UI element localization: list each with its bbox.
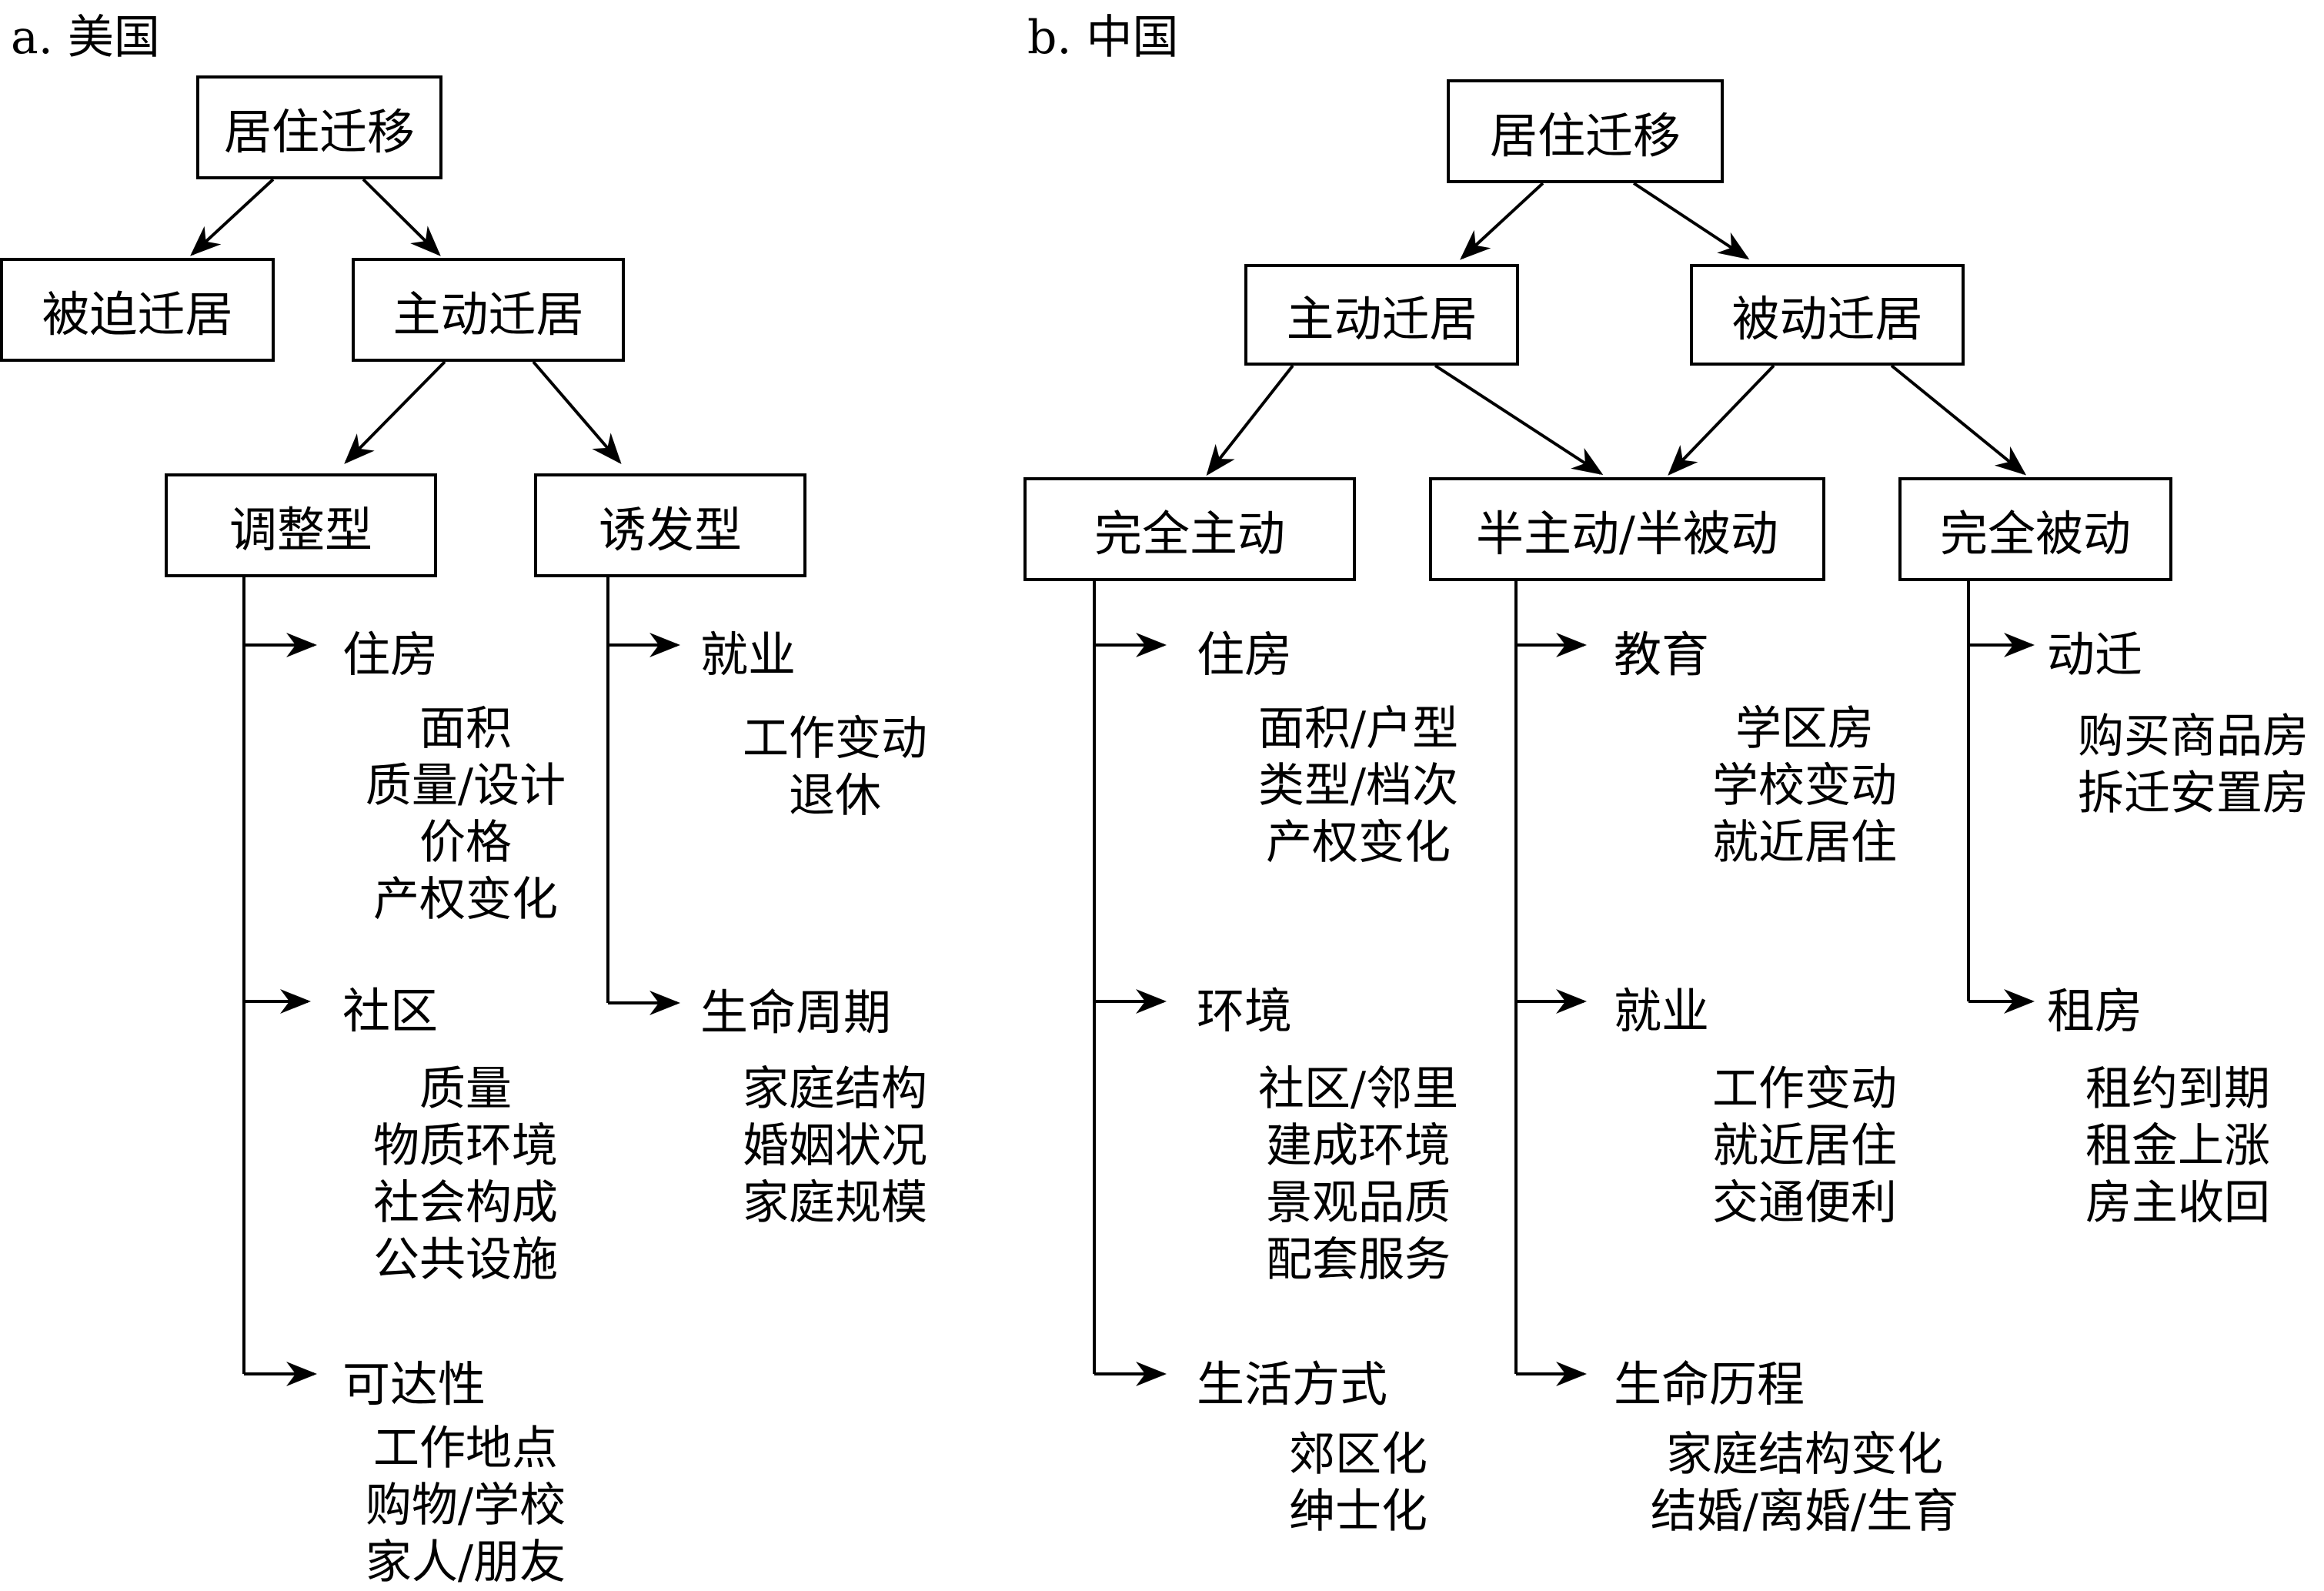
label-b-employment: 就业 [1614,983,1710,1039]
label-b-housing: 住房 [1197,627,1293,683]
items-b-environment: 社区/邻里 建成环境 景观品质 配套服务 [1231,1061,1485,1289]
items-b-lifestyle: 郊区化 绅士化 [1231,1426,1485,1540]
label-b-rental: 租房 [2047,983,2143,1039]
label-a-community: 社区 [342,983,439,1039]
items-a-housing-text: 面积 质量/设计 价格 产权变化 [365,702,566,927]
panel-b-title: b. 中国 [1027,11,1179,65]
items-a-community: 质量 物质环境 社会构成 公共设施 [350,1061,581,1289]
arrow-b-active-full [1206,364,1294,476]
arrow-a-root-forced [190,178,275,256]
items-b-education: 学区房 学校变动 就近居住 [1678,700,1932,871]
items-b-relocation: 购买商品房 拆迁安置房 [2062,708,2324,822]
arrow-b-active-semi [1434,364,1604,476]
arrow-a-root-active [362,178,441,256]
node-a-forced: 被迫迁居 [0,258,275,362]
items-b-environment-text: 社区/邻里 建成环境 景观品质 配套服务 [1257,1062,1459,1287]
arrow-b-root-passive [1632,182,1750,260]
node-a-adjust: 调整型 [165,473,437,577]
node-a-active: 主动迁居 [352,258,625,362]
label-a-employment: 就业 [700,627,796,683]
items-b-housing-text: 面积/户型 类型/档次 产权变化 [1257,702,1459,870]
label-b-lifecourse: 生命历程 [1614,1356,1805,1412]
items-b-lifecourse: 家庭结构变化 结婚/离婚/生育 [1624,1426,1985,1540]
items-a-housing: 面积 质量/设计 价格 产权变化 [350,700,581,928]
node-b-full-passive: 完全被动 [1898,477,2172,581]
arrow-b-root-active [1460,182,1544,260]
label-a-lifecycle: 生命周期 [700,984,892,1041]
items-b-rental: 租约到期 租金上涨 房主收回 [2062,1061,2293,1232]
node-b-passive: 被动迁居 [1690,264,1965,366]
items-a-lifecycle: 家庭结构 婚姻状况 家庭规模 [720,1061,950,1232]
items-a-lifecycle-text: 家庭结构 婚姻状况 家庭规模 [743,1062,927,1230]
items-a-accessibility: 工作地点 购物/学校 家人/朋友 [350,1420,581,1591]
node-a-induce: 诱发型 [534,473,806,577]
node-a-root: 居住迁移 [196,75,442,179]
items-b-employment: 工作变动 就近居住 交通便利 [1678,1061,1932,1232]
items-b-education-text: 学区房 学校变动 就近居住 [1712,702,1897,870]
node-b-semi: 半主动/半被动 [1429,477,1825,581]
items-b-lifestyle-text: 郊区化 绅士化 [1289,1428,1427,1539]
panel-a-title: a. 美国 [11,11,160,65]
label-a-accessibility: 可达性 [342,1356,486,1412]
node-b-full-active: 完全主动 [1023,477,1356,581]
node-b-active: 主动迁居 [1244,264,1519,366]
items-a-community-text: 质量 物质环境 社会构成 公共设施 [373,1062,558,1287]
items-a-employment: 工作变动 退休 [720,710,950,824]
label-b-education: 教育 [1614,627,1710,683]
label-a-housing: 住房 [342,627,439,683]
items-a-employment-text: 工作变动 退休 [743,712,927,823]
label-b-relocation: 动迁 [2047,627,2143,683]
arrow-a-active-induce [532,360,622,465]
arrow-b-passive-full [1890,364,2027,476]
arrow-a-active-adjust [344,360,446,464]
items-b-rental-text: 租约到期 租金上涨 房主收回 [2085,1062,2270,1230]
label-b-lifestyle: 生活方式 [1197,1356,1388,1412]
arrow-b-passive-semi [1668,364,1775,476]
node-b-root: 居住迁移 [1447,79,1724,183]
items-b-employment-text: 工作变动 就近居住 交通便利 [1712,1062,1897,1230]
items-b-relocation-text: 购买商品房 拆迁安置房 [2078,710,2309,821]
items-b-housing: 面积/户型 类型/档次 产权变化 [1231,700,1485,871]
items-b-lifecourse-text: 家庭结构变化 结婚/离婚/生育 [1650,1428,1959,1539]
items-a-accessibility-text: 工作地点 购物/学校 家人/朋友 [365,1422,566,1589]
label-b-environment: 环境 [1197,983,1293,1039]
